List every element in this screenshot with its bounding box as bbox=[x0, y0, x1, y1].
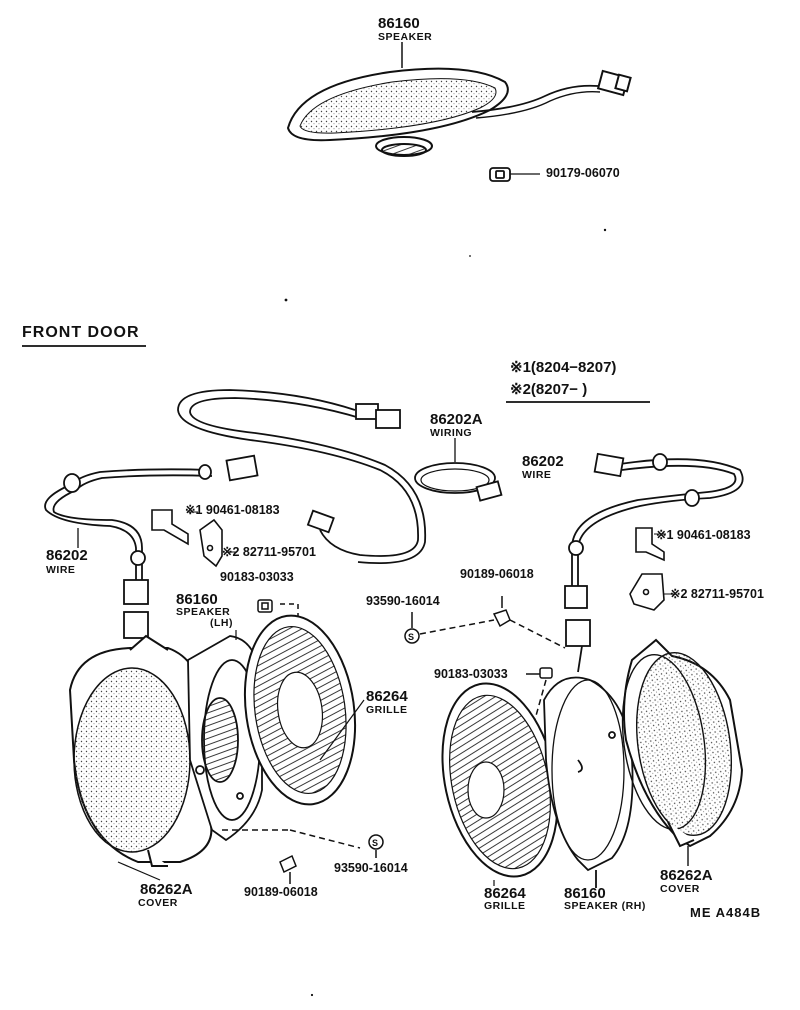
rh-fastener-top-drawing: S bbox=[404, 596, 566, 731]
rh-screw-part-number: 93590-16014 bbox=[366, 594, 440, 608]
reference-code: ME A484B bbox=[690, 905, 762, 920]
rh-wire-name: WIRE bbox=[522, 469, 552, 481]
lh-grille-name: GRILLE bbox=[366, 704, 408, 716]
lh-grille-drawing bbox=[243, 614, 357, 806]
lh-clip-drawing bbox=[151, 509, 236, 568]
legend-range-1: (8204−8207) bbox=[530, 359, 617, 376]
legend-range-2: (8207− ) bbox=[530, 381, 588, 398]
wiring-harness-drawing bbox=[177, 389, 503, 565]
lh-wire-name: WIRE bbox=[46, 564, 76, 576]
rh-clip-1-part-number: ※1 90461-08183 bbox=[656, 528, 751, 542]
rh-wire-part-number: 86202 bbox=[522, 453, 564, 470]
legend-mark-2: ※2 bbox=[510, 381, 531, 398]
rh-speaker-name: SPEAKER (RH) bbox=[564, 900, 646, 912]
top-speaker-name: SPEAKER bbox=[378, 31, 433, 43]
lh-speaker-name: SPEAKER bbox=[176, 606, 231, 618]
rh-cover-name: COVER bbox=[660, 883, 700, 895]
lh-cover-part-number: 86262A bbox=[140, 881, 193, 898]
svg-text:S: S bbox=[408, 632, 414, 642]
rh-cover-drawing bbox=[621, 638, 744, 866]
rh-grille-name: GRILLE bbox=[484, 900, 526, 912]
wiring-part-number: 86202A bbox=[430, 411, 483, 428]
lh-speaker-drawing bbox=[187, 635, 266, 842]
rh-speaker-part-number: 86160 bbox=[564, 885, 606, 902]
legend-mark-1: ※1 bbox=[510, 359, 531, 376]
wiring-name: WIRING bbox=[430, 427, 473, 439]
rh-clip-2-part-number: ※2 82711-95701 bbox=[670, 587, 764, 601]
rh-speaker-drawing bbox=[543, 676, 634, 888]
lh-nut-part-number: 90183-03033 bbox=[220, 570, 294, 584]
section-title: FRONT DOOR bbox=[22, 324, 140, 341]
rh-clip-part-number: 90189-06018 bbox=[460, 567, 534, 581]
rh-grille-part-number: 86264 bbox=[484, 885, 526, 902]
lh-wire-part-number: 86202 bbox=[46, 547, 88, 564]
lh-cover-drawing bbox=[68, 634, 213, 867]
legend-line-1: ※1(8204−8207) bbox=[510, 360, 616, 375]
top-speaker-drawing bbox=[286, 42, 632, 157]
rh-wire-drawing bbox=[564, 452, 744, 673]
lh-speaker-part-number: 86160 bbox=[176, 591, 218, 608]
rh-nut-part-number: 90183-03033 bbox=[434, 667, 508, 681]
lh-wire-drawing bbox=[44, 454, 259, 639]
rh-clip-drawing bbox=[629, 527, 676, 611]
top-nut-drawing bbox=[489, 167, 540, 182]
rh-cover-part-number: 86262A bbox=[660, 867, 713, 884]
lh-cover-name: COVER bbox=[138, 897, 178, 909]
top-speaker-part-number: 86160 bbox=[378, 15, 420, 32]
lh-speaker-side: (LH) bbox=[210, 617, 233, 629]
leader-lines bbox=[117, 630, 495, 886]
legend-line-2: ※2(8207− ) bbox=[510, 382, 587, 397]
svg-text:S: S bbox=[372, 838, 378, 848]
lh-clip-part-number: 90189-06018 bbox=[244, 885, 318, 899]
top-nut-part-number: 90179-06070 bbox=[546, 166, 620, 180]
lh-fasteners-drawing: S bbox=[222, 829, 384, 884]
lh-clip-2-part-number: ※2 82711-95701 bbox=[222, 545, 316, 559]
lh-screw-part-number: 93590-16014 bbox=[334, 861, 408, 875]
lh-clip-1-part-number: ※1 90461-08183 bbox=[185, 503, 280, 517]
scan-specks bbox=[284, 228, 607, 997]
lh-grille-part-number: 86264 bbox=[366, 688, 408, 705]
